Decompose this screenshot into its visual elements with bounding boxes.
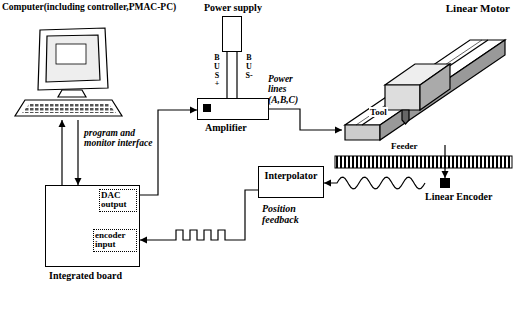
marker [203, 104, 211, 112]
signal-label: Position feedback [262, 203, 324, 225]
amplifier-label: Amplifier [205, 122, 247, 133]
arrow-head [335, 127, 342, 134]
board-label: Integrated board [49, 270, 122, 281]
wire [140, 110, 197, 195]
power-supply-node: Power supply [198, 2, 270, 52]
connector [269, 109, 342, 134]
part-label: Tool [369, 107, 388, 117]
arrow-head [140, 237, 147, 244]
connector [140, 190, 258, 244]
computer-title: Computer(including controller,PMAC-PC) [2, 2, 176, 12]
keyboard [15, 100, 122, 116]
screen [46, 35, 100, 82]
arrow-head [324, 180, 331, 187]
carriage-front [385, 85, 420, 110]
wire [236, 52, 237, 98]
arrow-head [59, 120, 66, 127]
power-supply-label: Power supply [204, 2, 262, 13]
base-side [380, 40, 505, 140]
marker [440, 178, 450, 188]
supply-box [222, 16, 242, 52]
computer-icon [15, 28, 122, 116]
connector [75, 120, 82, 185]
wire [61, 120, 62, 185]
interpolator-node: Interpolator [258, 166, 324, 198]
interface-label: program and monitor interface [84, 128, 154, 149]
bus-label: BUS- [245, 54, 253, 80]
computer-node: Computer(including controller,PMAC-PC) [2, 2, 198, 120]
rail [362, 40, 488, 125]
base-top [345, 40, 505, 125]
bus-label: BUS+ [213, 54, 221, 89]
base-front [345, 125, 380, 140]
connector [442, 145, 449, 178]
edge-label: Power lines (A,B,C) [268, 74, 298, 105]
part-label: Feeder [390, 141, 418, 151]
wire [226, 52, 227, 98]
tool [402, 110, 409, 124]
integrated-board-node: DAC output encoder inputIntegrated board [45, 185, 140, 288]
carriage-side [420, 64, 450, 110]
connector [227, 52, 228, 98]
monitor-stand [58, 90, 86, 97]
linear-encoder-label: Linear Encoder [425, 191, 492, 202]
linear-motor-drawing [345, 40, 505, 140]
signal-wave [324, 177, 425, 189]
encoder-scale [335, 156, 512, 168]
wire [77, 120, 78, 185]
connector [140, 107, 197, 196]
pulse-wire [140, 190, 258, 240]
connector [324, 177, 425, 189]
linear-motor-label: Linear Motor [446, 2, 510, 14]
linear-motor-node: Linear Motor [342, 2, 512, 145]
monitor [38, 28, 108, 90]
linear-encoder-node: Linear Encoder [425, 178, 512, 208]
arrow-head [75, 178, 82, 185]
window [56, 44, 86, 64]
keyboard-keys [22, 103, 116, 113]
arrow-head [190, 107, 197, 114]
rail [356, 40, 482, 125]
connector [59, 120, 66, 185]
wire [269, 109, 342, 130]
connector [237, 52, 238, 98]
port-label: DAC output [99, 189, 137, 212]
amplifier-node: Amplifier [197, 98, 269, 138]
port-label: encoder input [93, 229, 137, 252]
arrow-head [442, 171, 449, 178]
interpolator-label: Interpolator [258, 170, 324, 181]
